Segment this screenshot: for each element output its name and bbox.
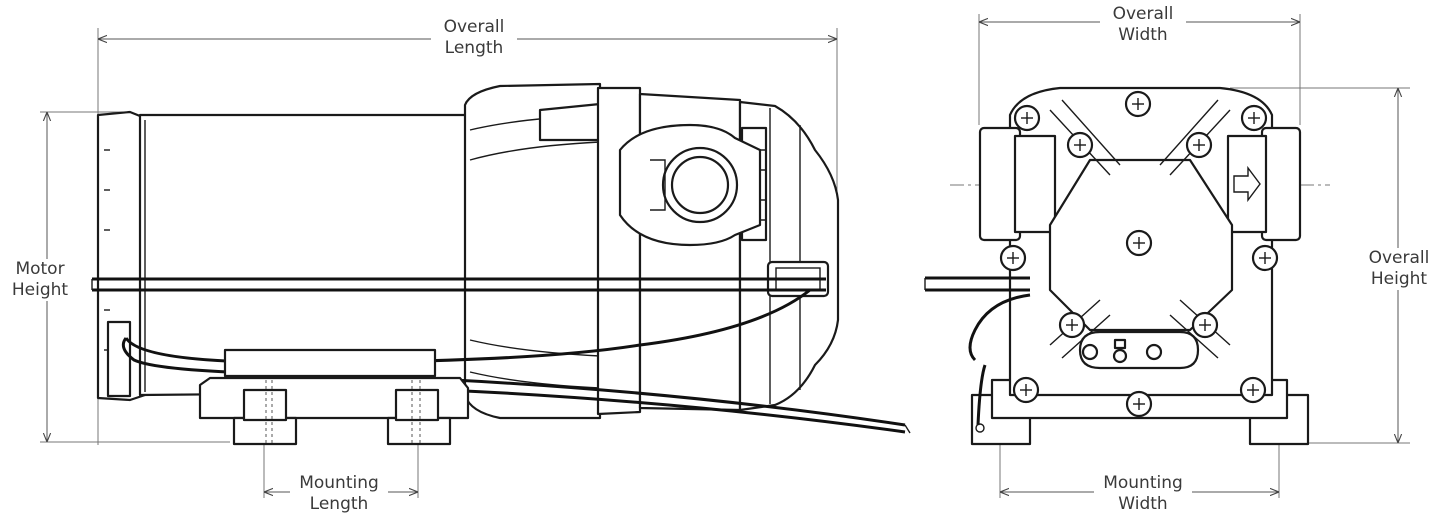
side-view xyxy=(40,28,911,498)
screw-icon xyxy=(1251,244,1279,272)
screw-icon xyxy=(1125,229,1153,257)
screws xyxy=(999,90,1279,418)
screw-icon xyxy=(1240,104,1268,132)
overall-height-label: Overall Height xyxy=(1356,248,1442,290)
motor-height-label: Motor Height xyxy=(2,259,78,301)
screw-icon xyxy=(1239,376,1267,404)
front-housing xyxy=(924,86,1302,433)
side-mounting-base xyxy=(198,348,470,446)
mounting-width-label: Mounting Width xyxy=(1094,473,1192,515)
screw-icon xyxy=(999,244,1027,272)
outlet-port xyxy=(618,123,762,247)
screw-icon xyxy=(1125,390,1153,418)
screw-icon xyxy=(1012,376,1040,404)
front-view xyxy=(924,14,1410,498)
screw-icon xyxy=(1066,131,1094,159)
screw-icon xyxy=(1058,311,1086,339)
screw-icon xyxy=(1124,90,1152,118)
mounting-length-label: Mounting Length xyxy=(290,473,388,515)
overall-length-label: Overall Length xyxy=(431,17,517,59)
straight-wire xyxy=(91,277,826,292)
screw-icon xyxy=(1191,311,1219,339)
screw-icon xyxy=(1013,104,1041,132)
overall-width-label: Overall Width xyxy=(1100,4,1186,46)
motor-end-cap xyxy=(96,110,147,402)
screw-icon xyxy=(1185,131,1213,159)
pressure-switch xyxy=(1078,330,1200,370)
